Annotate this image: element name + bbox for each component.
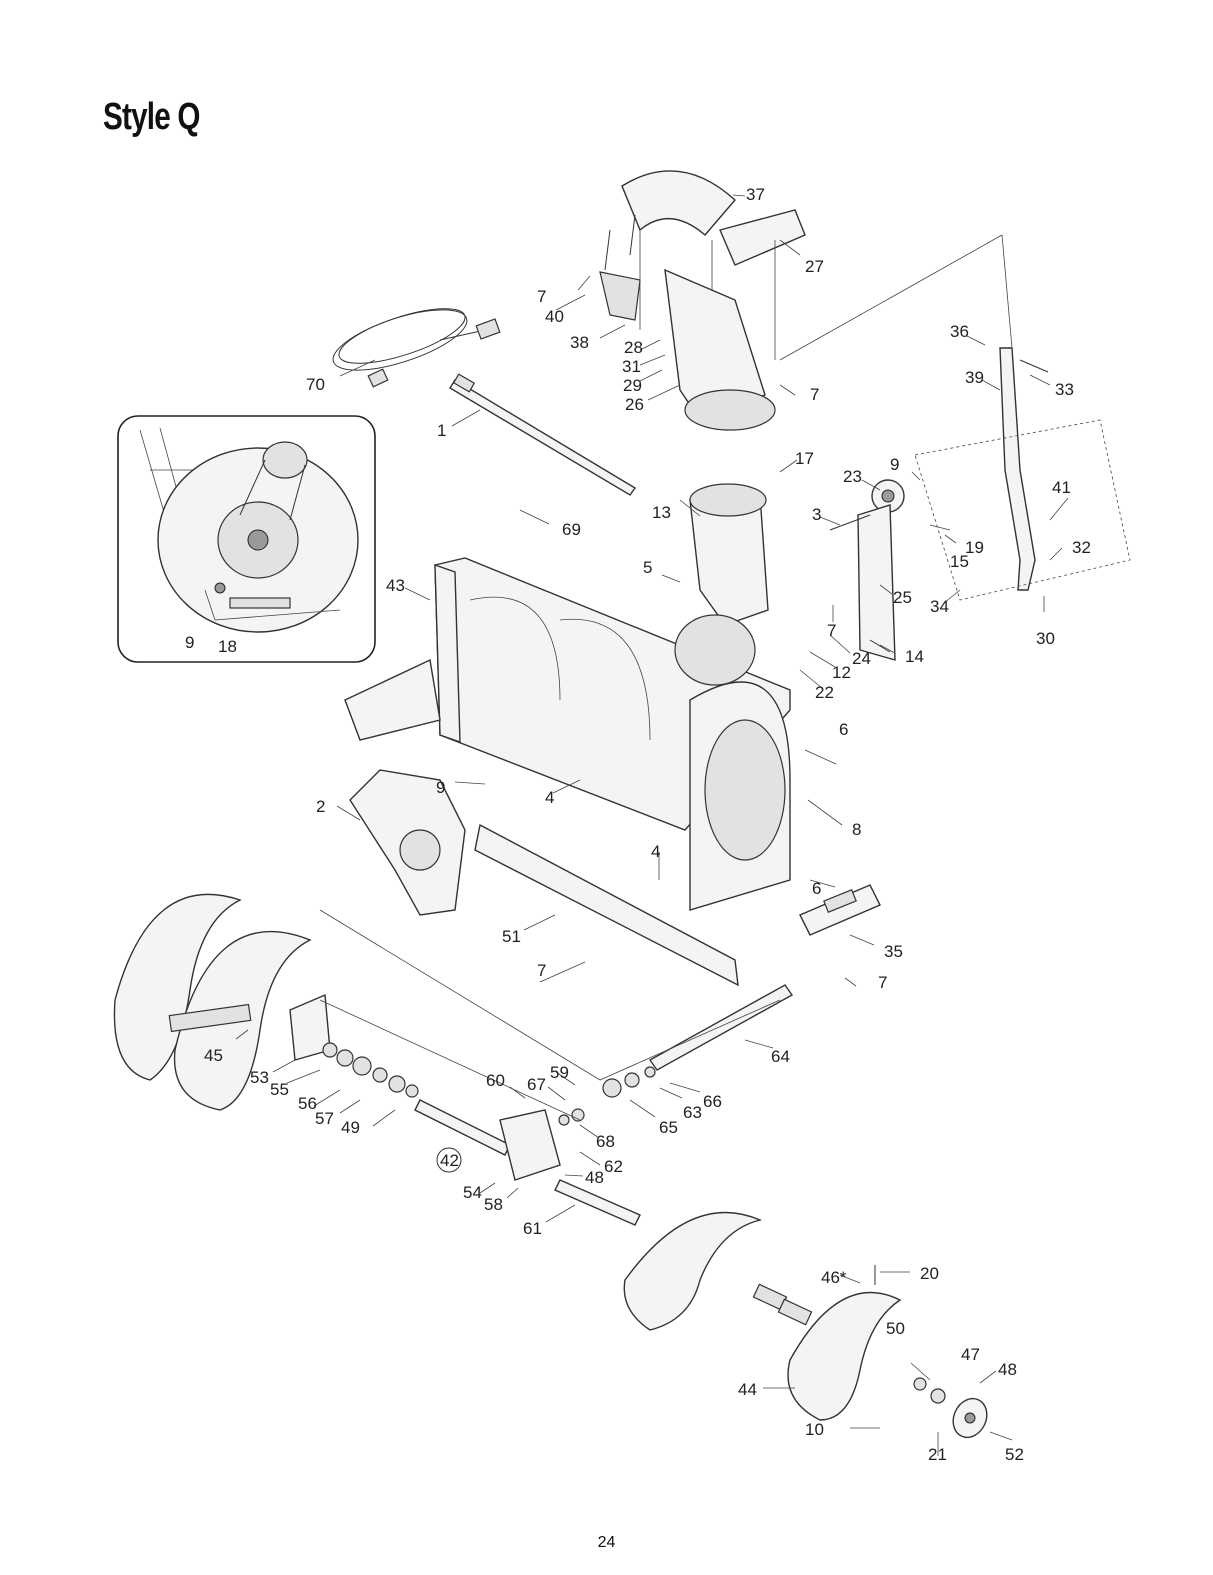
callout-7: 7 xyxy=(537,287,546,306)
callout-65: 65 xyxy=(659,1118,678,1137)
callout-29: 29 xyxy=(623,376,642,395)
callout-8: 8 xyxy=(852,820,861,839)
callout-10: 10 xyxy=(805,1420,824,1439)
callout-64: 64 xyxy=(771,1047,790,1066)
callout-23: 23 xyxy=(843,467,862,486)
callout-50: 50 xyxy=(886,1319,905,1338)
callout-6: 6 xyxy=(812,879,821,898)
callout-14: 14 xyxy=(905,647,924,666)
callout-7: 7 xyxy=(827,621,836,640)
callout-69: 69 xyxy=(562,520,581,539)
callout-66: 66 xyxy=(703,1092,722,1111)
power-cord xyxy=(327,297,500,386)
callout-5: 5 xyxy=(643,558,652,577)
callout-40: 40 xyxy=(545,307,564,326)
callout-48: 48 xyxy=(585,1168,604,1187)
callout-59: 59 xyxy=(550,1063,569,1082)
callout-33: 33 xyxy=(1055,380,1074,399)
callout-43: 43 xyxy=(386,576,405,595)
callout-25: 25 xyxy=(893,588,912,607)
callout-38: 38 xyxy=(570,333,589,352)
left-auger-assembly xyxy=(114,894,310,1110)
callout-63: 63 xyxy=(683,1103,702,1122)
callout-45: 45 xyxy=(204,1046,223,1065)
callout-67: 67 xyxy=(527,1075,546,1094)
drive-shaft xyxy=(450,374,635,495)
callout-22: 22 xyxy=(815,683,834,702)
callout-42: 42 xyxy=(440,1151,459,1170)
callout-7: 7 xyxy=(878,973,887,992)
callout-27: 27 xyxy=(805,257,824,276)
callout-12: 12 xyxy=(832,663,851,682)
right-auger-assembly xyxy=(624,1213,993,1443)
callout-46: 46* xyxy=(821,1268,847,1287)
callout-61: 61 xyxy=(523,1219,542,1238)
callout-6: 6 xyxy=(839,720,848,739)
callout-44: 44 xyxy=(738,1380,757,1399)
callout-20: 20 xyxy=(920,1264,939,1283)
callout-1: 1 xyxy=(437,421,446,440)
left-bearing-cover xyxy=(350,770,465,915)
callout-9: 9 xyxy=(436,778,445,797)
callout-21: 21 xyxy=(928,1445,947,1464)
callout-53: 53 xyxy=(250,1068,269,1087)
callout-35: 35 xyxy=(884,942,903,961)
callout-52: 52 xyxy=(1005,1445,1024,1464)
callout-4: 4 xyxy=(545,788,554,807)
callout-13: 13 xyxy=(652,503,671,522)
callout-57: 57 xyxy=(315,1109,334,1128)
callout-24: 24 xyxy=(852,649,871,668)
callout-2: 2 xyxy=(316,797,325,816)
callout-18: 18 xyxy=(218,637,237,656)
callout-51: 51 xyxy=(502,927,521,946)
callout-26: 26 xyxy=(625,395,644,414)
inset-belt-detail xyxy=(118,416,375,662)
pulley-bracket xyxy=(830,480,904,660)
callout-4: 4 xyxy=(651,842,660,861)
callout-41: 41 xyxy=(1052,478,1071,497)
callout-37: 37 xyxy=(746,185,765,204)
callout-54: 54 xyxy=(463,1183,482,1202)
callout-58: 58 xyxy=(484,1195,503,1214)
callout-60: 60 xyxy=(486,1071,505,1090)
callout-9: 9 xyxy=(890,455,899,474)
callout-68: 68 xyxy=(596,1132,615,1151)
callout-36: 36 xyxy=(950,322,969,341)
callout-15: 15 xyxy=(950,552,969,571)
callout-31: 31 xyxy=(622,357,641,376)
callout-30: 30 xyxy=(1036,629,1055,648)
callout-39: 39 xyxy=(965,368,984,387)
callout-70: 70 xyxy=(306,375,325,394)
callout-62: 62 xyxy=(604,1157,623,1176)
callout-3: 3 xyxy=(812,505,821,524)
callout-55: 55 xyxy=(270,1080,289,1099)
callout-17: 17 xyxy=(795,449,814,468)
callout-7: 7 xyxy=(810,385,819,404)
callout-49: 49 xyxy=(341,1118,360,1137)
callout-9: 9 xyxy=(185,633,194,652)
page-number: 24 xyxy=(0,1534,1213,1552)
callout-47: 47 xyxy=(961,1345,980,1364)
callout-48: 48 xyxy=(998,1360,1017,1379)
callout-34: 34 xyxy=(930,597,949,616)
callout-32: 32 xyxy=(1072,538,1091,557)
scraper-and-skid xyxy=(475,825,880,985)
callout-28: 28 xyxy=(624,338,643,357)
callout-7: 7 xyxy=(537,961,546,980)
